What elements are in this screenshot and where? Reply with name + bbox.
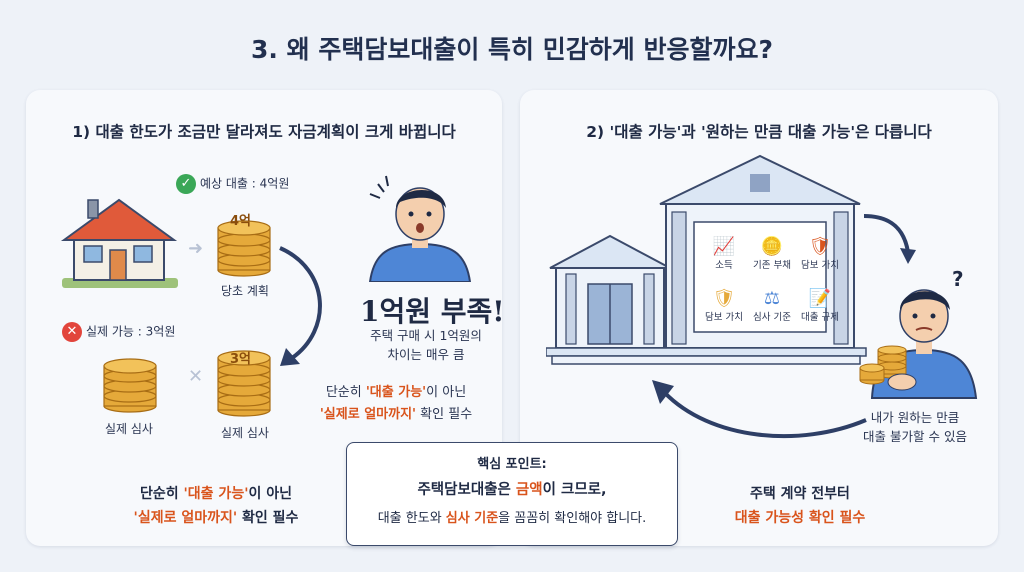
key-point-box: 핵심 포인트: 주택담보대출은 금액이 크므로, 대출 한도와 심사 기준을 꼼…: [346, 442, 678, 546]
house-icon: [60, 198, 178, 288]
database-icon: 🪙: [760, 236, 784, 257]
page-title: 3. 왜 주택담보대출이 특히 민감하게 반응할까요?: [251, 35, 773, 64]
right-panel-title: 2) '대출 가능'과 '원하는 만큼 대출 가능'은 다릅니다: [586, 123, 932, 141]
curve-arrow-icon: [279, 246, 322, 366]
right-panel: 2) '대출 가능'과 '원하는 만큼 대출 가능'은 다릅니다 📈 소득 🪙 …: [520, 90, 998, 546]
coin-label-4: 4억: [230, 214, 252, 229]
key-point-label: 핵심 포인트:: [477, 457, 547, 472]
svg-text:?: ?: [952, 267, 964, 291]
factor-collateral-1: 🛡 담보 가치: [792, 236, 848, 271]
coin-label-3: 3억: [230, 352, 252, 367]
factor-collateral-2: 🛡 담보 가치: [696, 288, 752, 323]
times-icon: ✕: [188, 366, 204, 387]
arrow-return-icon: [652, 380, 867, 439]
shortage-text: 1억원 부족!: [360, 295, 505, 328]
factor-existing-debt: 🪙 기존 부채: [744, 236, 800, 271]
coin-stack-3: [217, 350, 271, 417]
left-panel-title: 1) 대출 한도가 조금만 달라져도 자금계획이 크게 바뀝니다: [72, 123, 456, 141]
factor-review-criteria: ⚖ 심사 기준: [744, 288, 800, 323]
scale-icon: ⚖: [763, 288, 781, 309]
arrow-right-icon: ➜: [188, 238, 204, 259]
check-icon: ✓: [176, 174, 196, 194]
bank-building-icon: [546, 154, 867, 365]
right-bottom-text: 주택 계약 전부터 대출 가능성 확인 필수: [734, 486, 866, 526]
key-point-line-1: 주택담보대출은 금액이 크므로,: [417, 482, 607, 498]
person-note: 내가 원하는 만큼 대출 불가할 수 있음: [863, 410, 967, 444]
shield-icon: 🛡: [808, 236, 832, 257]
arrow-down-right-icon: [863, 214, 916, 264]
expected-loan-label: ✓예상 대출 : 4억원: [176, 174, 289, 194]
key-point-line-2: 대출 한도와 심사 기준을 꼼꼼히 확인해야 합니다.: [377, 511, 647, 526]
actual-loan-label: ✕실제 가능 : 3억원: [62, 322, 175, 342]
actual-review-caption-2: 실제 심사: [221, 426, 269, 440]
initial-plan-caption: 당초 계획: [221, 284, 269, 298]
x-icon: ✕: [62, 322, 82, 342]
coin-stack-small: [103, 358, 157, 413]
document-icon: 📝: [808, 288, 832, 309]
coin-stack-4: [217, 220, 271, 277]
mid-note: 단순히 '대출 가능'이 아닌 '실제로 얼마까지' 확인 필수: [319, 385, 473, 422]
worried-person-icon: [368, 175, 472, 282]
person-holding-coins-icon: ?: [859, 267, 978, 399]
actual-review-caption-1: 실제 심사: [105, 422, 153, 436]
left-panel: 1) 대출 한도가 조금만 달라져도 자금계획이 크게 바뀝니다 ➜ ✓예상 대…: [26, 90, 505, 546]
factor-loan-regulation: 📝 대출 규제: [792, 288, 848, 323]
chart-up-icon: 📈: [712, 236, 736, 257]
left-bottom-text: 단순히 '대출 가능'이 아닌 '실제로 얼마까지' 확인 필수: [133, 486, 299, 526]
factor-income: 📈 소득: [696, 236, 752, 271]
shortage-note: 주택 구매 시 1억원의 차이는 매우 큼: [370, 328, 482, 362]
shield-check-icon: 🛡: [712, 288, 736, 309]
